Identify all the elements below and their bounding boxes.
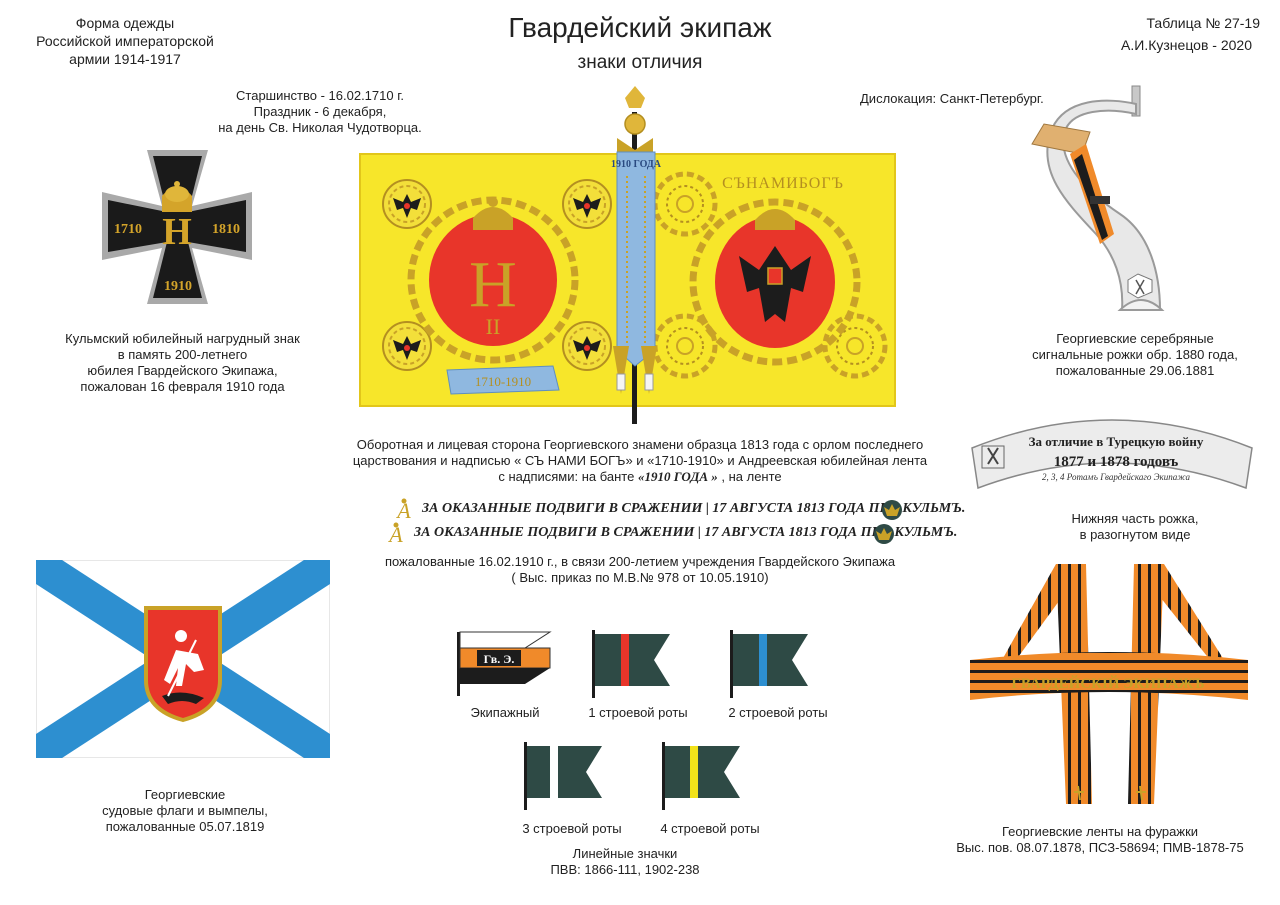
ribbon-inscription-1: ЗА ОКАЗАННЫЕ ПОДВИГИ В СРАЖЕНИИ | 17 АВГ… [422,501,966,516]
crew-badge-text: Гв. Э. [484,652,515,666]
line-badge-label-crew: Экипажный [470,705,540,720]
line-badge-label-3: 3 строевой роты [522,821,622,836]
banner-monogram: Н [469,248,517,321]
trumpet-caption: Георгиевские серебряные сигнальные рожки… [1032,331,1238,378]
imperial-monogram-icon: A [387,522,403,546]
ribbon-line-1: A ЗА ОКАЗАННЫЕ ПОДВИГИ В СРАЖЕНИИ | 17 А… [390,498,965,522]
banner-caption: Оборотная и лицевая сторона Георгиевског… [300,437,980,485]
company-2-badge [730,630,808,698]
cross-year-right: 1810 [212,222,240,237]
cross-year-bottom: 1910 [164,279,192,294]
company-4-badge [662,742,740,810]
plaque-line-3: 2, 3, 4 Ротамъ Гвардейскаго Экипажа [1042,472,1190,482]
imperial-monogram-icon: A [395,498,411,522]
award-caption: пожалованные 16.02.1910 г., в связи 200-… [384,554,896,585]
kulm-cross-badge: Н 1710 1810 1910 [102,150,252,304]
cross-year-left: 1710 [114,222,142,237]
ship-flag-caption: Георгиевские судовые флаги и вымпелы, по… [102,787,268,834]
eagle-emblem-icon [882,500,902,520]
cap-ribbons: ГВАРДЕЙСКIЙ ЭКИПАЖЪ [970,564,1248,804]
line-badge-label-1: 1 строевой роты [588,705,688,720]
svg-text:A: A [395,498,411,522]
cross-monogram: Н [162,211,192,253]
banner-scroll: 1710-1910 [475,374,531,389]
ribbon-inscription-2: ЗА ОКАЗАННЫЕ ПОДВИГИ В СРАЖЕНИИ | 17 АВГ… [414,525,958,540]
cap-ribbons-caption: Георгиевские ленты на фуражки Выс. пов. … [956,824,1244,855]
ribbon-line-2: A ЗА ОКАЗАННЫЕ ПОДВИГИ В СРАЖЕНИИ | 17 А… [382,522,957,546]
table-number: Таблица № 27-19 [1146,15,1261,31]
banner-caption-bow: «1910 ГОДА » [637,469,718,484]
banner-monogram-sub: II [486,314,501,339]
cross-caption: Кульмский юбилейный нагрудный знак в пам… [65,331,300,394]
banner-caption-text: Оборотная и лицевая сторона Георгиевског… [352,437,928,484]
line-badge-label-4: 4 строевой роты [660,821,760,836]
banner-caption-tail: , на ленте [717,469,782,484]
plaque-caption: Нижняя часть рожка, в разогнутом виде [1071,511,1199,542]
svg-text:A: A [387,522,403,546]
ship-flag [36,560,330,758]
location-info: Дислокация: Санкт-Петербург. [860,91,1044,106]
crew-line-badge: Гв. Э. [457,631,552,696]
page-title: Гвардейский экипаж [508,12,772,43]
banner-ribbon-top: 1910 ГОДА [611,159,662,170]
banner-motto: СЪНАМИБОГЪ [722,175,844,192]
plaque-line-1: За отличие в Турецкую войну [1029,434,1204,449]
plaque-line-2: 1877 и 1878 годовъ [1054,454,1179,470]
author: А.И.Кузнецов - 2020 [1121,37,1252,53]
uniform-series-label: Форма одежды Российской императорской ар… [36,15,214,67]
st-george-banner: Н II 1710-1910 СЪНАМИБОГЪ 1910 ГОДА [359,86,896,424]
line-badge-label-2: 2 строевой роты [728,705,828,720]
cap-ribbon-text: ГВАРДЕЙСКIЙ ЭКИПАЖЪ [1011,675,1204,692]
page-subtitle: знаки отличия [577,52,703,73]
horn-plaque: За отличие в Турецкую войну 1877 и 1878 … [971,419,1253,490]
seniority-info: Старшинство - 16.02.1710 г. Праздник - 6… [218,88,422,135]
eagle-emblem-icon [874,524,894,544]
company-1-badge [592,630,670,698]
company-3-badge [524,742,602,810]
line-badges-caption: Линейные значки ПВВ: 1866-111, 1902-238 [550,846,700,877]
signal-horn [1031,85,1165,311]
